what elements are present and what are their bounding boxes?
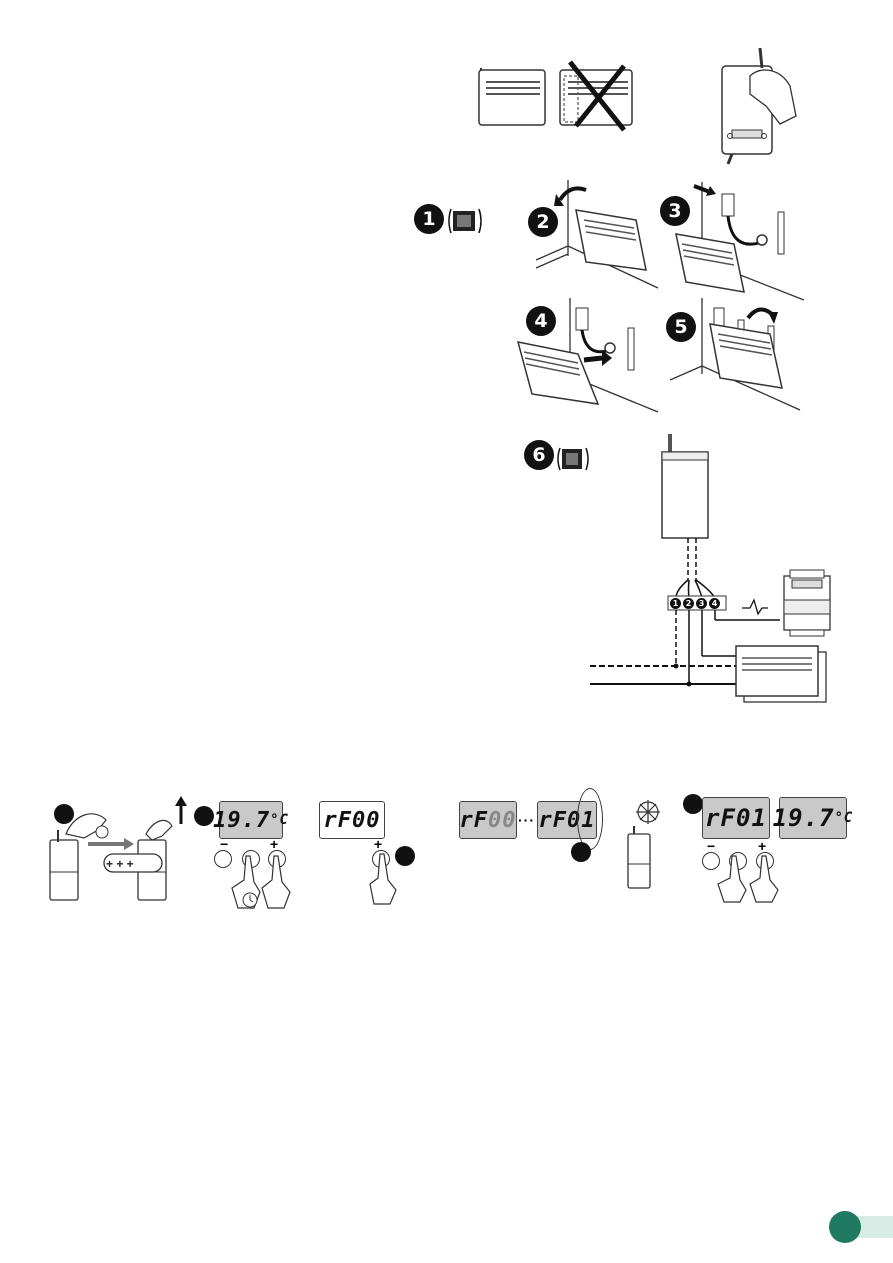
minus-label: −: [220, 836, 229, 852]
step-1-badge: 1: [414, 204, 444, 234]
progress-ellipsis: ···: [518, 812, 535, 828]
lcd-rf01-final-display: rF01: [702, 797, 770, 839]
page-number-badge: [829, 1211, 861, 1243]
plus-label-3: +: [758, 838, 767, 854]
minus-button-3[interactable]: [702, 852, 720, 870]
radiator-rehang-step-5-icon: [670, 298, 801, 411]
lcd-rf00-display: rF00: [319, 801, 385, 839]
radiator-correct-icon: [478, 68, 546, 126]
step-3-badge: 3: [660, 196, 690, 226]
terminal-3: 3: [696, 598, 707, 609]
radiator-unplug-step-3-icon: [675, 182, 805, 301]
step-d-badge: [571, 842, 591, 862]
screwdriver-icon-2: [557, 447, 589, 471]
terminal-4: 4: [709, 598, 720, 609]
receiver-signal-icon: [627, 800, 660, 889]
radiator-connect-step-4-icon: [516, 298, 659, 413]
plus-label-2: +: [374, 836, 383, 852]
lcd-temperature-final-unit: °C: [834, 810, 854, 826]
lcd-temperature-final-value: 19.7: [772, 804, 835, 832]
step-4-badge: 4: [526, 306, 556, 336]
press-count-dots: + + +: [106, 857, 134, 871]
step-2-badge: 2: [528, 207, 558, 237]
highlight-ring: [577, 788, 603, 850]
step-a-badge: [54, 804, 74, 824]
terminal-1: 1: [670, 598, 681, 609]
receiver-in-hand-icon: [721, 47, 797, 165]
lcd-temperature-display: 19.7°C: [213, 801, 288, 839]
two-finger-press-icon-2: [717, 855, 779, 903]
screwdriver-icon: [448, 208, 482, 234]
step-e-badge: [683, 794, 703, 814]
minus-label-3: −: [707, 838, 716, 854]
receiver-button-press-icon: [49, 796, 187, 901]
minus-button[interactable]: [214, 850, 232, 868]
terminal-2: 2: [683, 598, 694, 609]
step-6-badge: 6: [524, 440, 554, 470]
wiring-diagram: [590, 434, 831, 703]
step-c-badge: [395, 846, 415, 866]
radiator-remove-step-2-icon: [536, 180, 659, 289]
lcd-rf-blinking-digits: 00: [488, 807, 517, 833]
radiator-incorrect-icon: [559, 60, 633, 132]
two-finger-press-icon: [231, 855, 291, 909]
lcd-temperature-value: 19.7: [213, 807, 271, 833]
step-b-badge: [194, 806, 214, 826]
step-5-badge: 5: [666, 312, 696, 342]
lcd-temperature-unit: °C: [270, 812, 289, 828]
lcd-rf-prefix: rF: [459, 807, 488, 833]
finger-press-icon: [369, 853, 397, 905]
plus-label: +: [270, 836, 279, 852]
lcd-temperature-final-display: 19.7°C: [773, 797, 852, 839]
